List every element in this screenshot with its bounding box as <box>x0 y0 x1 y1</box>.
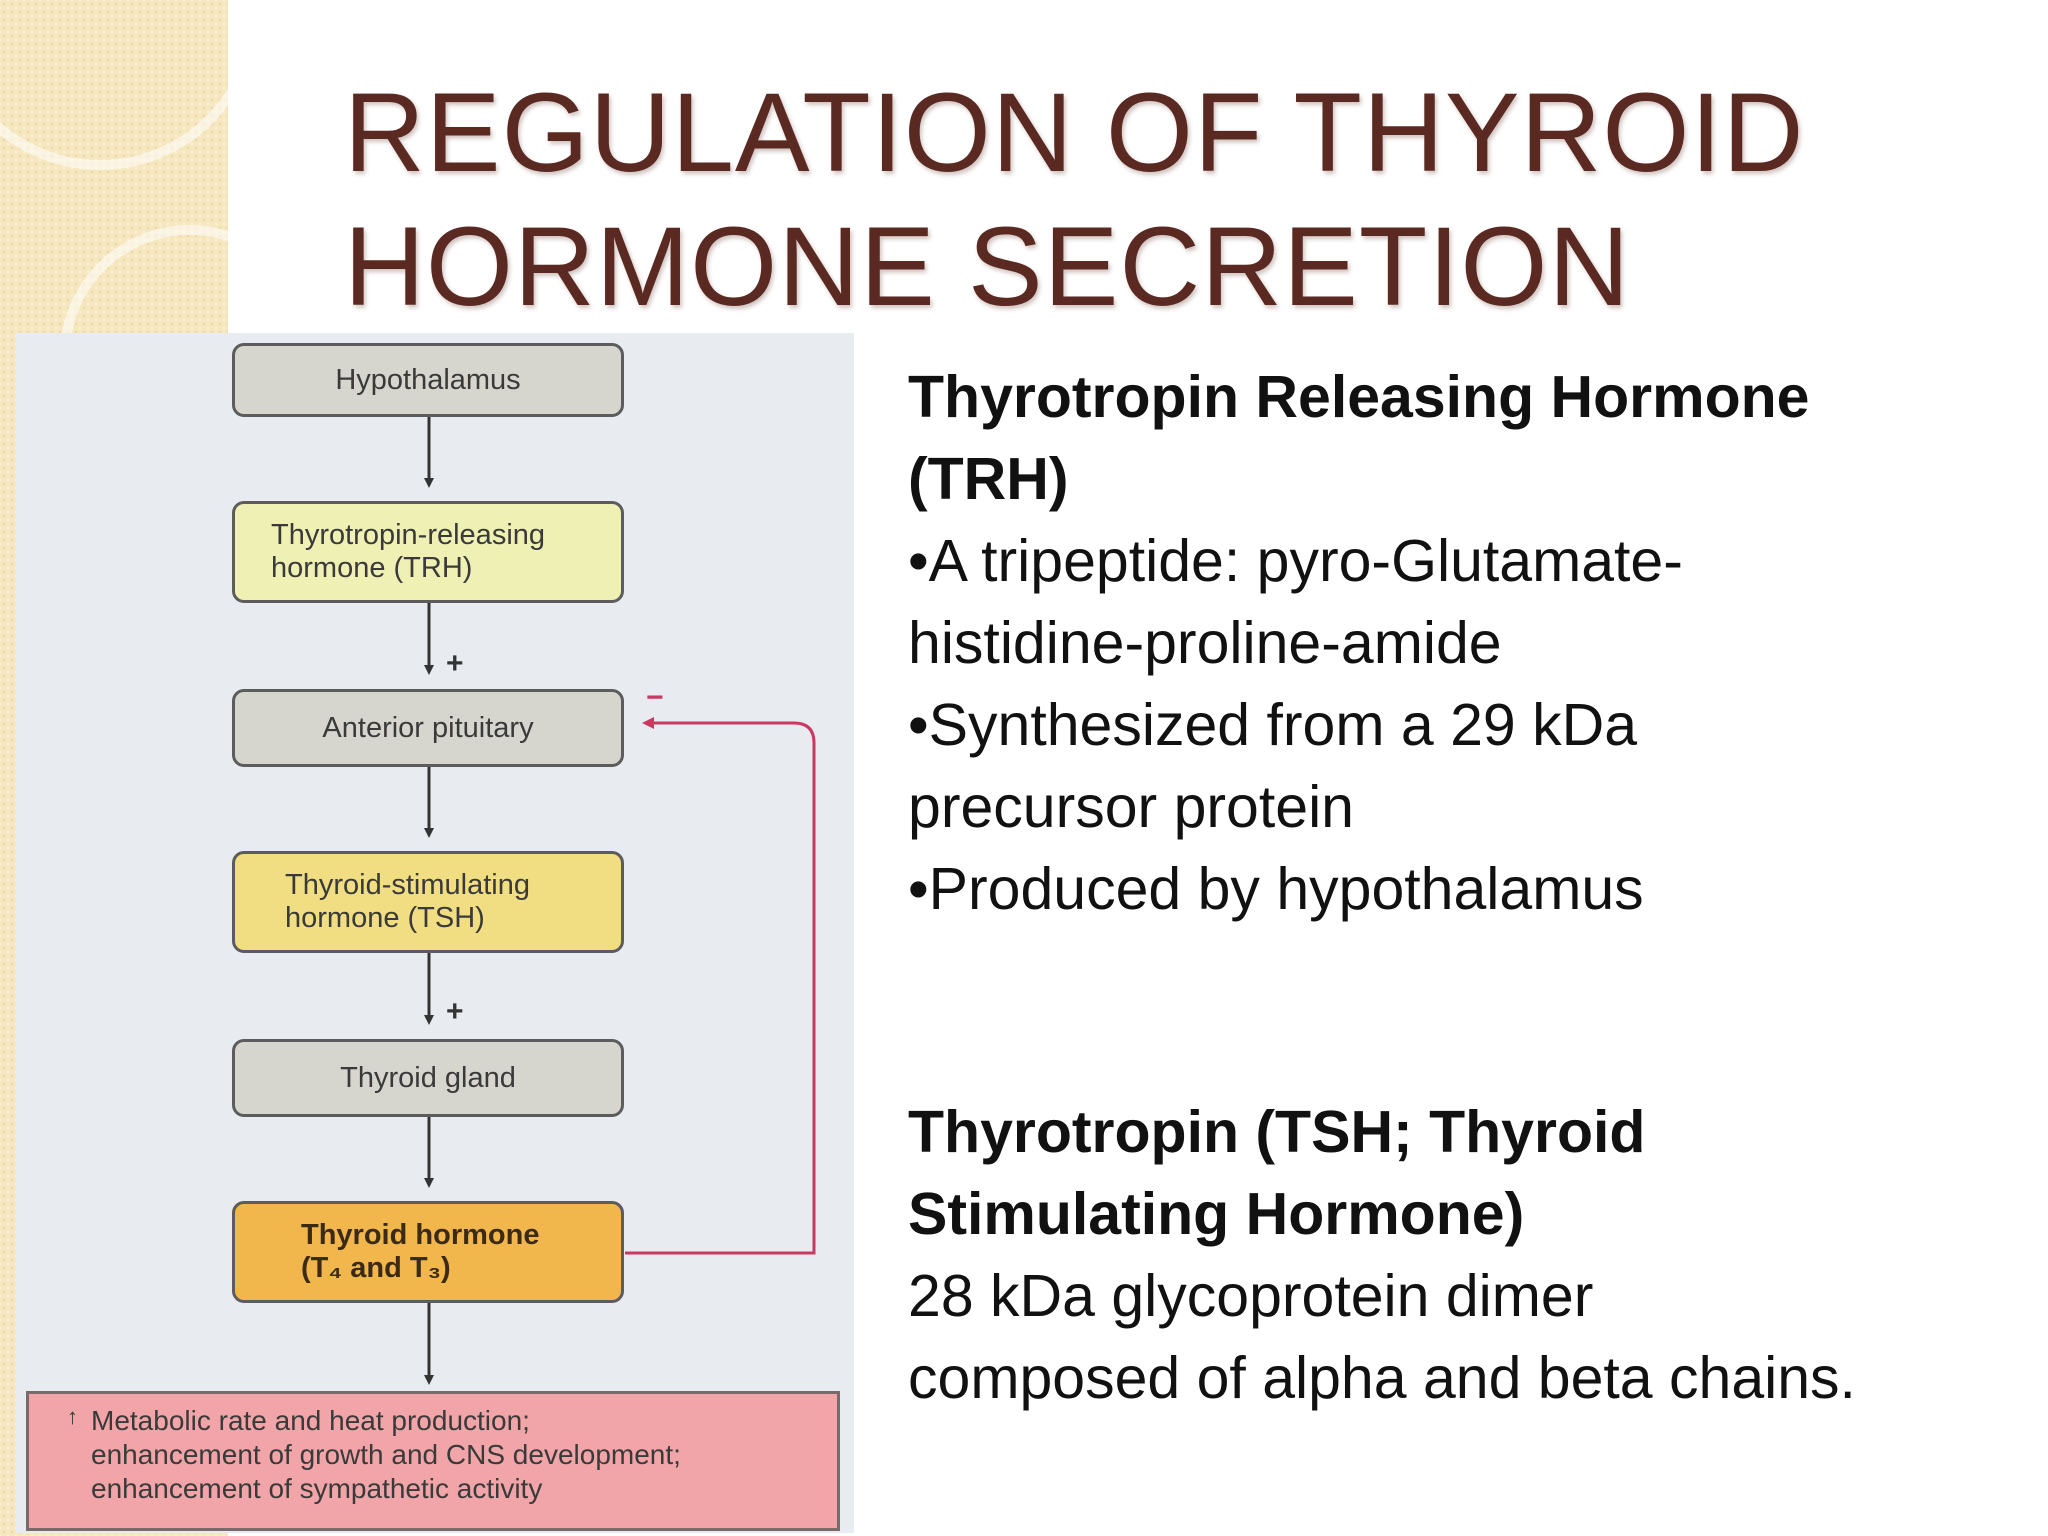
hypothalamus-box: Hypothalamus <box>232 343 624 417</box>
stimulation-sign: + <box>446 995 464 1028</box>
decorative-circle <box>0 0 228 170</box>
effects-line: Metabolic rate and heat production; <box>91 1405 530 1436</box>
effects-box: ↑ Metabolic rate and heat production; en… <box>26 1391 840 1531</box>
trh-section: Thyrotropin Releasing Hormone (TRH) •A t… <box>908 356 2028 930</box>
box-label: (T₄ and T₃) <box>301 1252 451 1284</box>
increase-marker: ↑ <box>67 1404 78 1429</box>
anterior-pituitary-box: Anterior pituitary <box>232 689 624 767</box>
effects-line: enhancement of sympathetic activity <box>91 1473 543 1504</box>
box-label: Thyrotropin-releasing <box>271 519 546 551</box>
tsh-detail: 28 kDa glycoprotein dimer <box>908 1263 1594 1329</box>
trh-detail: histidine-proline-amide <box>908 610 1502 676</box>
box-label: Thyroid hormone <box>301 1219 540 1251</box>
diagram-arrows <box>424 416 816 1385</box>
tsh-box: Thyroid-stimulating hormone (TSH) <box>232 851 624 953</box>
thyroid-regulation-diagram: Hypothalamus Thyrotropin-releasing hormo… <box>16 333 854 1533</box>
trh-heading: (TRH) <box>908 446 1069 512</box>
inhibition-sign: − <box>646 681 664 714</box>
trh-heading: Thyrotropin Releasing Hormone <box>908 364 1810 430</box>
trh-detail: •Synthesized from a 29 kDa <box>908 692 1638 758</box>
tsh-section: Thyrotropin (TSH; Thyroid Stimulating Ho… <box>908 1091 2028 1419</box>
box-label: hormone (TRH) <box>271 552 473 584</box>
box-label: Hypothalamus <box>335 363 521 396</box>
box-label: Thyroid gland <box>340 1061 516 1094</box>
trh-detail: •Produced by hypothalamus <box>908 856 1644 922</box>
thyroid-gland-box: Thyroid gland <box>232 1039 624 1117</box>
stimulation-sign: + <box>446 647 464 680</box>
tsh-heading: Stimulating Hormone) <box>908 1181 1525 1247</box>
box-label: Anterior pituitary <box>322 711 534 744</box>
title-line: REGULATION OF THYROID <box>344 70 1805 195</box>
box-label: Thyroid-stimulating <box>285 869 530 901</box>
trh-detail: •A tripeptide: pyro-Glutamate- <box>908 528 1683 594</box>
slide-title: REGULATION OF THYROID HORMONE SECRETION <box>344 66 1994 334</box>
box-label: hormone (TSH) <box>285 902 485 934</box>
effects-line: enhancement of growth and CNS developmen… <box>91 1439 681 1470</box>
title-line: HORMONE SECRETION <box>344 204 1631 329</box>
tsh-detail: composed of alpha and beta chains. <box>908 1345 1856 1411</box>
trh-box: Thyrotropin-releasing hormone (TRH) <box>232 501 624 603</box>
negative-feedback-line <box>625 717 816 1255</box>
trh-detail: precursor protein <box>908 774 1354 840</box>
thyroid-hormone-box: Thyroid hormone (T₄ and T₃) <box>232 1201 624 1303</box>
tsh-heading: Thyrotropin (TSH; Thyroid <box>908 1099 1646 1165</box>
